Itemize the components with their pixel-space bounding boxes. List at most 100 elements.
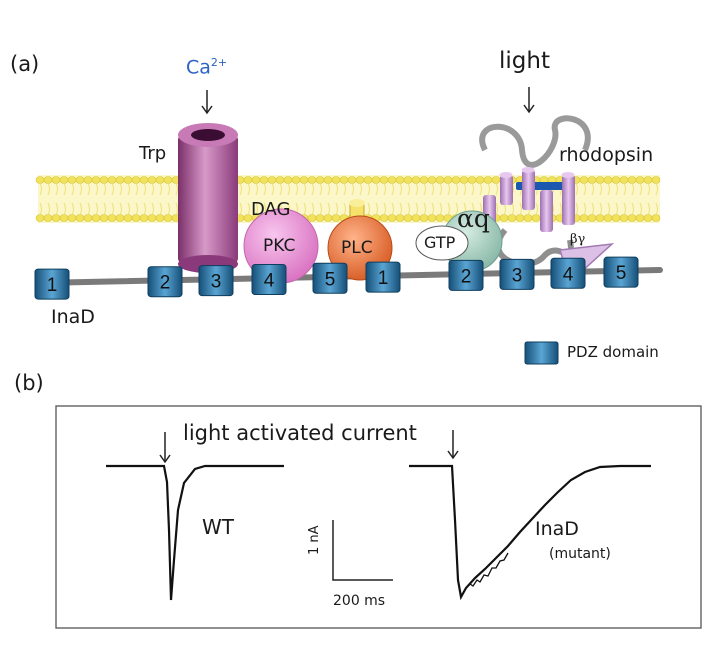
panel-b-label: (b) bbox=[14, 371, 44, 395]
lipid-tail bbox=[47, 182, 50, 196]
lipid-head bbox=[587, 214, 597, 222]
lipid-tail bbox=[63, 202, 66, 216]
lipid-head bbox=[603, 214, 613, 222]
lipid-head bbox=[299, 176, 309, 184]
lipid-tail bbox=[615, 202, 618, 216]
pdz-domain-block bbox=[34, 268, 70, 300]
lipid-head bbox=[67, 214, 77, 222]
lipid-tail bbox=[495, 182, 498, 196]
lipid-head bbox=[91, 214, 101, 222]
lipid-head bbox=[467, 176, 477, 184]
trp-channel bbox=[178, 123, 238, 273]
inad-label: InaD bbox=[51, 306, 95, 328]
lipid-tail bbox=[319, 202, 322, 216]
lipid-head bbox=[651, 214, 661, 222]
lipid-head bbox=[147, 214, 157, 222]
lipid-tail bbox=[159, 182, 162, 196]
lipid-head bbox=[51, 176, 61, 184]
lipid-head bbox=[387, 214, 397, 222]
lipid-tail bbox=[623, 202, 626, 216]
lipid-tail bbox=[607, 182, 610, 196]
lipid-head bbox=[307, 176, 317, 184]
lipid-head bbox=[35, 176, 45, 184]
lipid-head bbox=[83, 214, 93, 222]
lipid-tail bbox=[303, 202, 306, 216]
trp-label: Trp bbox=[139, 143, 167, 164]
lipid-head bbox=[155, 214, 165, 222]
trace-title: light activated current bbox=[183, 421, 417, 445]
dag-label: DAG bbox=[251, 199, 291, 220]
lipid-tail bbox=[399, 182, 402, 196]
lipid-head bbox=[427, 214, 437, 222]
lipid-head bbox=[243, 176, 253, 184]
lipid-tail bbox=[159, 202, 162, 216]
lipid-tail bbox=[343, 182, 346, 196]
lipid-tail bbox=[423, 182, 426, 196]
lipid-head bbox=[291, 176, 301, 184]
lipid-head bbox=[323, 176, 333, 184]
lipid-head bbox=[75, 214, 85, 222]
lipid-tail bbox=[127, 182, 130, 196]
lipid-tail bbox=[39, 202, 42, 216]
lipid-tail bbox=[151, 182, 154, 196]
plc-label: PLC bbox=[341, 238, 373, 258]
lipid-head bbox=[75, 176, 85, 184]
lipid-head bbox=[339, 176, 349, 184]
beta-gamma-label: βγ bbox=[570, 232, 586, 247]
lipid-tail bbox=[87, 202, 90, 216]
lipid-tail bbox=[439, 182, 442, 196]
lipid-head bbox=[523, 214, 533, 222]
lipid-head bbox=[515, 214, 525, 222]
mutant-label: (mutant) bbox=[549, 546, 611, 562]
lipid-head bbox=[435, 176, 445, 184]
light-label: light bbox=[499, 48, 550, 74]
pdz-domain-block bbox=[312, 262, 348, 294]
lipid-tail bbox=[311, 202, 314, 216]
lipid-head bbox=[387, 176, 397, 184]
lipid-head bbox=[147, 176, 157, 184]
lipid-tail bbox=[391, 202, 394, 216]
lipid-tail bbox=[383, 182, 386, 196]
lipid-head bbox=[483, 176, 493, 184]
lipid-tail bbox=[623, 182, 626, 196]
lipid-head bbox=[595, 176, 605, 184]
lipid-head bbox=[635, 176, 645, 184]
lipid-head bbox=[107, 214, 117, 222]
pdz-domain-number: 1 bbox=[378, 268, 389, 289]
lipid-tail bbox=[239, 202, 242, 216]
lipid-tail bbox=[655, 182, 658, 196]
lipid-head bbox=[611, 176, 621, 184]
lipid-tail bbox=[631, 182, 634, 196]
pdz-domain-block bbox=[365, 261, 401, 293]
lipid-tail bbox=[39, 182, 42, 196]
panel-b-frame bbox=[55, 405, 702, 629]
lipid-tail bbox=[287, 182, 290, 196]
lipid-tail bbox=[79, 202, 82, 216]
lipid-head bbox=[619, 176, 629, 184]
pdz-domain-block bbox=[198, 265, 234, 297]
lipid-tail bbox=[103, 202, 106, 216]
pdz-domain-number: 2 bbox=[461, 266, 472, 287]
lipid-tail bbox=[391, 182, 394, 196]
lipid-tail bbox=[647, 182, 650, 196]
gtp-molecule bbox=[415, 225, 469, 261]
wt-label: WT bbox=[202, 515, 234, 539]
lipid-tail bbox=[135, 182, 138, 196]
lipid-tail bbox=[111, 202, 114, 216]
pdz-domain-block bbox=[251, 264, 287, 296]
lipid-tail bbox=[583, 182, 586, 196]
lipid-tail bbox=[559, 202, 562, 216]
wt-light-arrow bbox=[159, 432, 171, 464]
lipid-tail bbox=[111, 182, 114, 196]
lipid-head bbox=[67, 176, 77, 184]
lipid-head bbox=[363, 176, 373, 184]
lipid-tail bbox=[255, 202, 258, 216]
lipid-tail bbox=[279, 182, 282, 196]
lipid-head bbox=[107, 176, 117, 184]
lipid-tail bbox=[463, 182, 466, 196]
lipid-tail bbox=[55, 182, 58, 196]
lipid-head bbox=[643, 176, 653, 184]
lipid-head bbox=[115, 214, 125, 222]
lipid-tail bbox=[375, 202, 378, 216]
